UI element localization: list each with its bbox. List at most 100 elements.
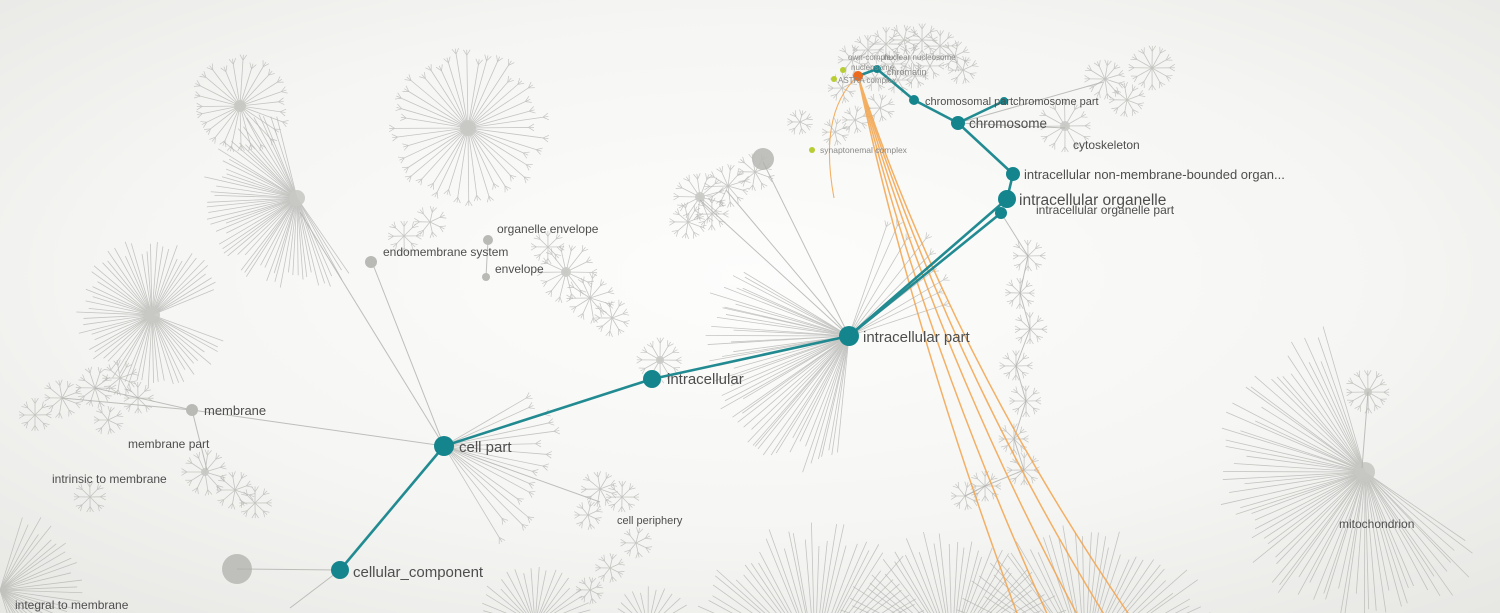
label-chromosome-part[interactable]: chromosome part [1013, 96, 1099, 108]
node-chromosome-part[interactable] [1000, 97, 1008, 105]
graph-edge [94, 387, 193, 411]
label-intracellular-non-membrane-bounded-organelle[interactable]: intracellular non-membrane-bounded organ… [1024, 167, 1285, 182]
node-cellular-component[interactable] [331, 561, 349, 579]
node-nucleosome-hub[interactable] [873, 65, 881, 73]
graph-edge [485, 239, 489, 278]
graph-edge [1000, 212, 1029, 257]
graph-edge [762, 161, 850, 337]
graph-edge [725, 189, 850, 337]
graph-edge [957, 122, 1066, 129]
label-chromatin: chromatin [887, 67, 927, 77]
label-own-complex: own-complex [848, 53, 895, 62]
label-cellular-component[interactable]: cellular_component [353, 564, 484, 581]
fan-cluster [73, 481, 107, 513]
label-endomembrane-system: endomembrane system [383, 245, 508, 259]
fan-cluster [193, 54, 289, 153]
graph-edge [1015, 365, 1027, 402]
association-curve [857, 75, 1129, 613]
label-integral-to-membrane: integral to membrane [15, 598, 129, 612]
node-membrane[interactable] [186, 404, 198, 416]
fan-cluster [1014, 312, 1048, 345]
label-intracellular[interactable]: intracellular [667, 371, 744, 388]
node-intracellular-non-membrane-bounded-organelle[interactable] [1006, 167, 1020, 181]
fan-cluster [18, 397, 52, 432]
fan-cluster [999, 350, 1033, 381]
label-intracellular-part[interactable]: intracellular part [863, 329, 971, 346]
label-organelle-envelope: organelle envelope [497, 222, 599, 236]
highlighted-path-edge [957, 99, 1005, 125]
node-chromosomal-part[interactable] [909, 95, 919, 105]
label-intracellular-organelle[interactable]: intracellular organelle [1019, 192, 1166, 209]
fan-cluster [970, 470, 1002, 502]
graph-edge [1015, 328, 1031, 367]
fan-cluster [1128, 45, 1176, 91]
fan-cluster [75, 366, 117, 409]
graph-edge [964, 485, 986, 497]
fan-cluster [1220, 326, 1473, 613]
node-intracellular-part[interactable] [839, 326, 859, 346]
graph-edge [371, 261, 445, 447]
fan-hub-node [1060, 121, 1070, 131]
label-intracellular-organelle-part[interactable]: intracellular organelle part [1036, 203, 1175, 217]
fan-cluster [1084, 59, 1125, 100]
highlighted-path-edge [957, 122, 1014, 175]
fan-cluster [673, 173, 726, 224]
node-intracellular[interactable] [643, 370, 661, 388]
graph-edge [191, 409, 208, 471]
node-cell-part[interactable] [434, 436, 454, 456]
fan-cluster [841, 105, 870, 134]
node-synaptonemal-complex[interactable] [809, 147, 815, 153]
fan-hub-node [201, 468, 209, 476]
fan-cluster [738, 152, 775, 191]
node-envelope[interactable] [482, 273, 490, 281]
fan-cluster [594, 299, 630, 338]
node-intracellular-organelle-part[interactable] [995, 207, 1007, 219]
fan-cluster [76, 241, 224, 389]
node-green-term-2[interactable] [831, 76, 837, 82]
fan-cluster [902, 62, 929, 89]
label-chromosome[interactable]: chromosome [969, 116, 1047, 131]
fan-hub-node [656, 356, 664, 364]
fan-cluster [595, 553, 625, 583]
graph-edge [61, 397, 193, 411]
fan-hub-node [561, 267, 571, 277]
graph-edge [236, 568, 341, 571]
fan-cluster [705, 271, 850, 473]
label-nucleosome: nucleosome [851, 63, 895, 72]
node-organelle-envelope[interactable] [483, 235, 493, 245]
label-chromosomal-part[interactable]: chromosomal part [925, 96, 1013, 108]
fan-cluster [216, 471, 256, 510]
highlighted-path-edge [913, 98, 959, 125]
fan-cluster [787, 109, 813, 135]
fan-clusters-layer [0, 23, 1473, 613]
label-astra-complex: ASTRA complex [838, 76, 896, 85]
fan-cluster [414, 206, 447, 239]
fan-cluster [620, 527, 653, 559]
node-intracellular-organelle[interactable] [998, 190, 1016, 208]
graph-edge [1019, 292, 1031, 330]
graph-edge [1013, 438, 1025, 471]
label-synaptonemal-complex: synaptonemal complex [820, 145, 908, 155]
label-cell-periphery: cell periphery [617, 515, 683, 527]
node-nucleosome-highlight[interactable] [853, 71, 863, 81]
highlighted-path-edge [651, 334, 850, 381]
fan-cluster [605, 480, 640, 513]
fan-hub-node [695, 192, 705, 202]
fan-cluster [923, 30, 958, 62]
node-endomembrane-system[interactable] [365, 256, 377, 268]
fan-cluster [948, 55, 979, 85]
node-chromosome[interactable] [951, 116, 965, 130]
fan-hub-node [289, 190, 305, 206]
label-membrane-part: membrane part [128, 437, 210, 451]
fan-cluster [697, 522, 940, 613]
label-cell-part[interactable]: cell part [459, 439, 512, 456]
fan-cluster [1005, 277, 1035, 310]
fan-cluster [0, 517, 83, 613]
fan-cluster [617, 586, 687, 613]
graph-edge [299, 211, 445, 447]
node-green-term-1[interactable] [840, 67, 846, 73]
graph-edge [1019, 255, 1029, 294]
